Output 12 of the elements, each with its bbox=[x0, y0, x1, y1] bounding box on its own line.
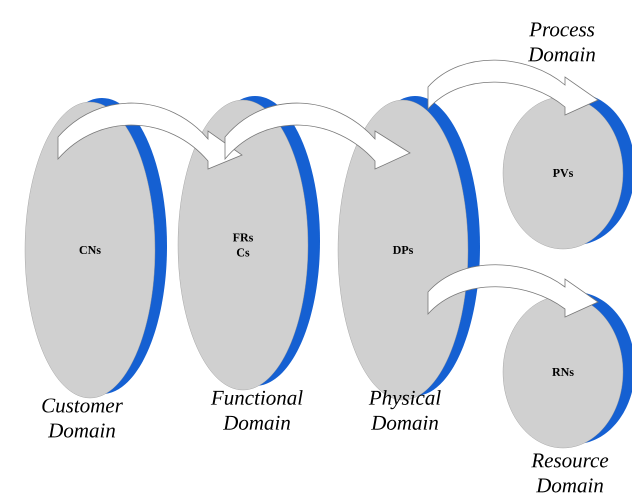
domain-label: Customer Domain bbox=[42, 398, 123, 438]
domain-label: Process Domain bbox=[528, 22, 595, 62]
domain-label: Functional Domain bbox=[210, 390, 303, 430]
domain-label: Resource Domain bbox=[531, 454, 608, 492]
domain-disk: RNs bbox=[502, 292, 632, 448]
curved-arrow bbox=[58, 102, 242, 170]
domain-disk: CNs bbox=[24, 98, 167, 398]
domain-disk: PVs bbox=[502, 93, 632, 250]
curved-arrow bbox=[224, 102, 410, 170]
curved-arrow bbox=[428, 264, 598, 318]
curved-arrow bbox=[428, 60, 598, 116]
domain-disk: FRs Cs bbox=[178, 96, 320, 390]
